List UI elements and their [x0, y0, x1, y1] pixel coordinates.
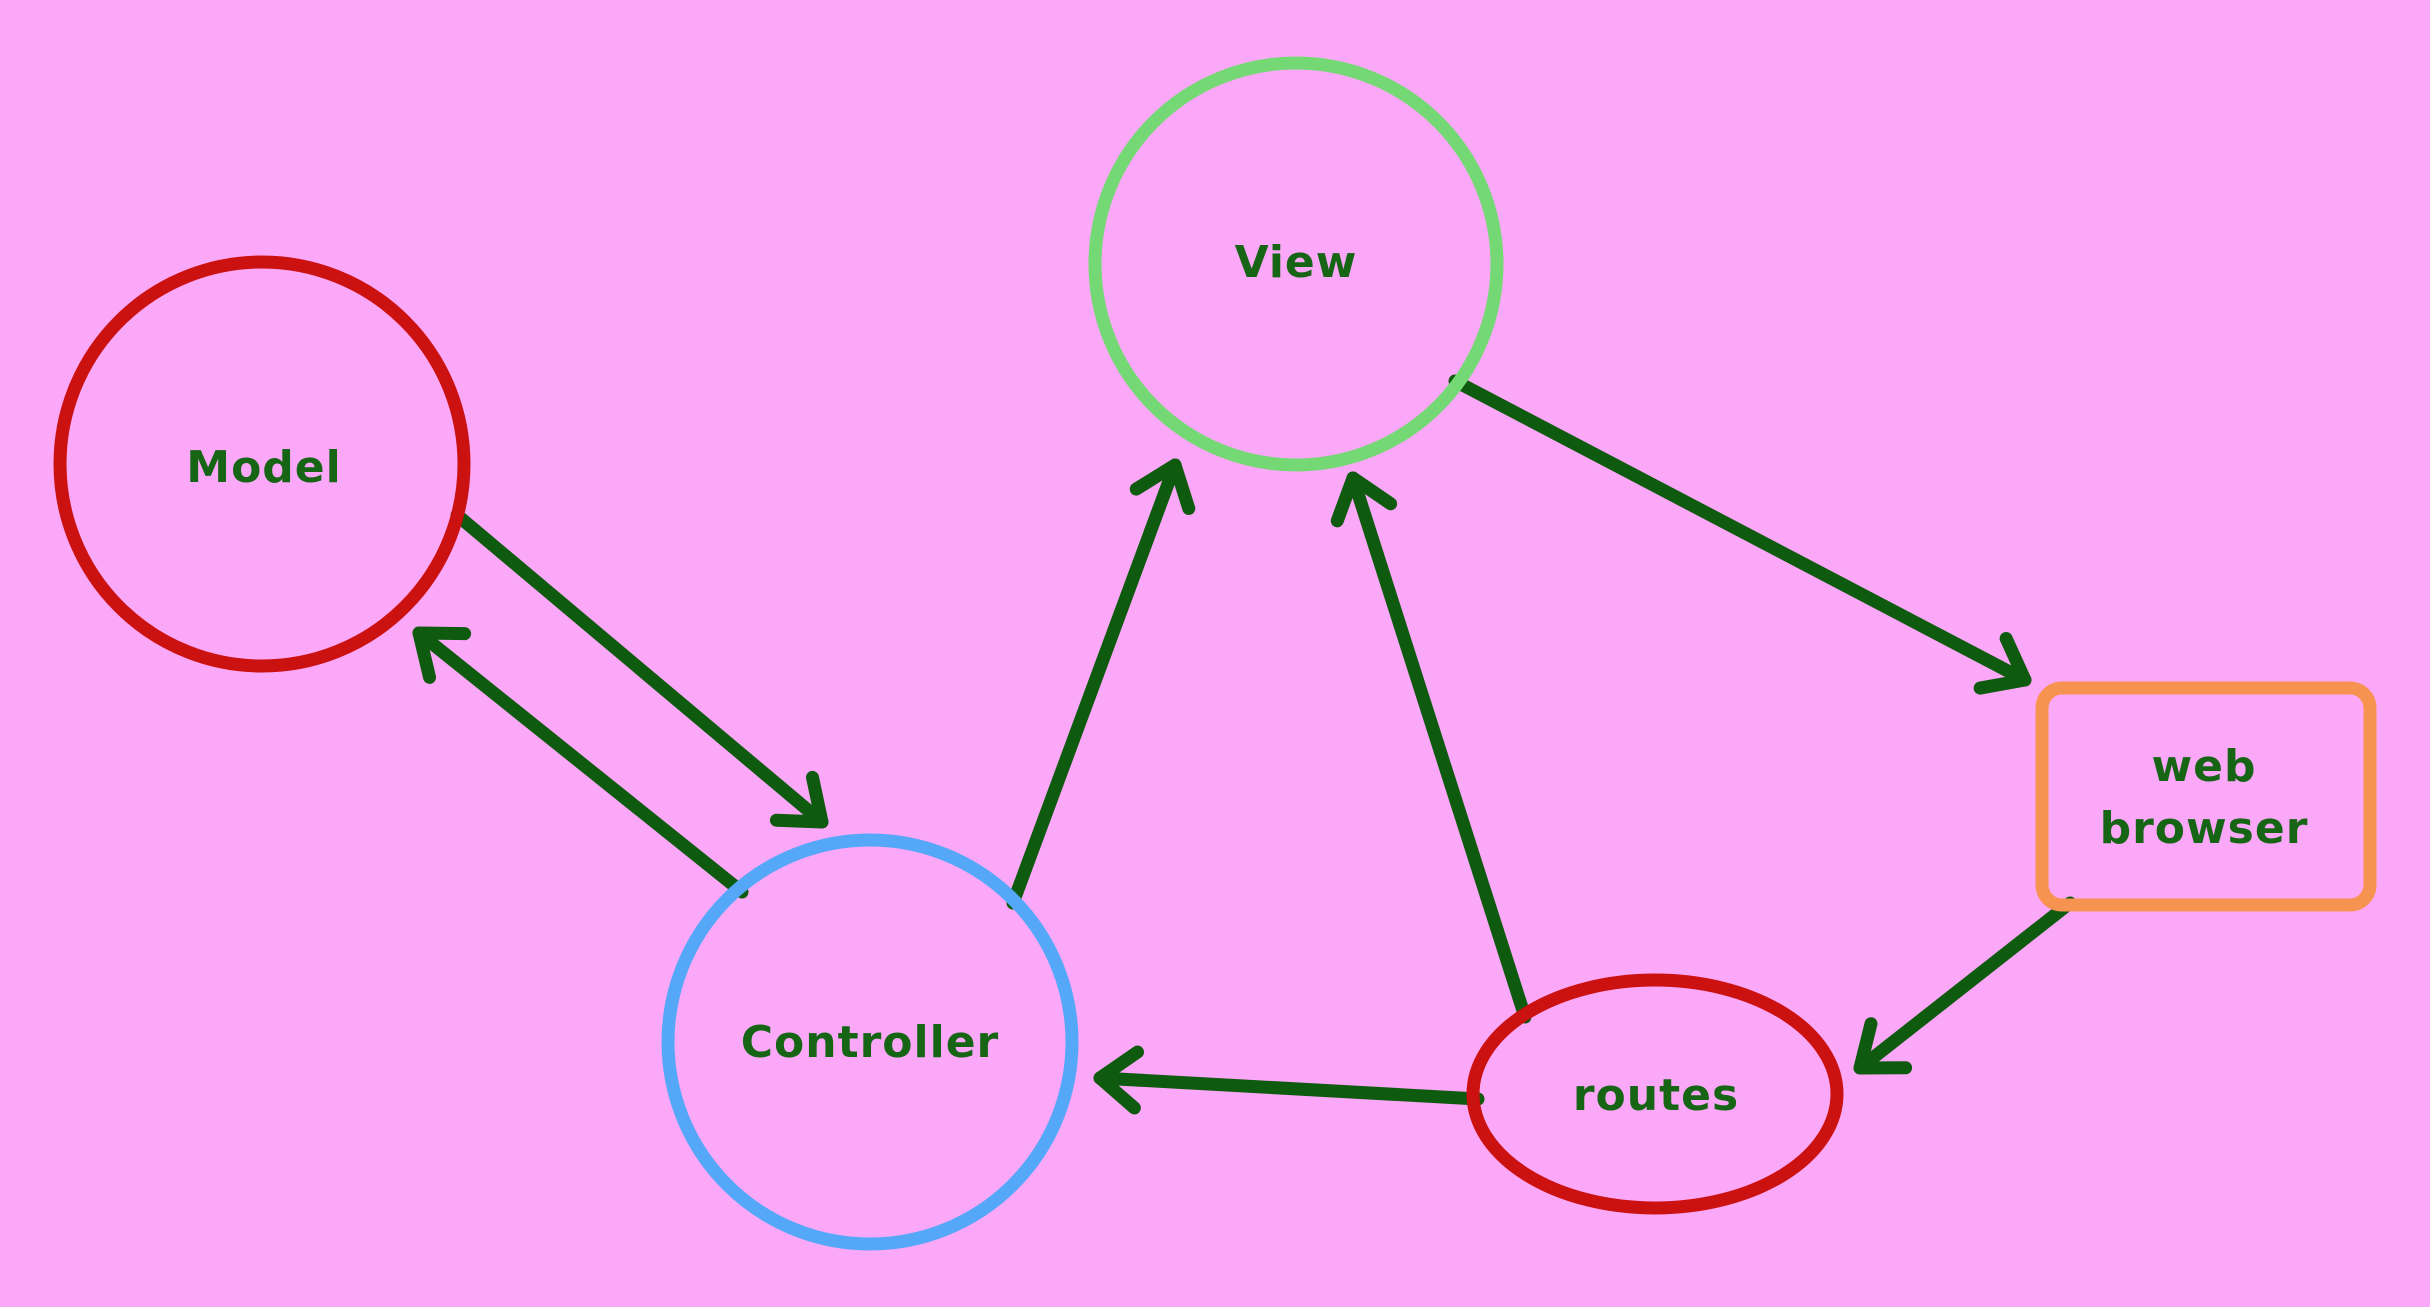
- routes-label: routes: [1573, 1070, 1739, 1121]
- node-view: View: [1088, 56, 1504, 472]
- edge-web-browser-to-routes: [1853, 896, 2077, 1075]
- web-browser-label-line2: browser: [2100, 803, 2309, 854]
- web-browser-rect: [2035, 681, 2377, 912]
- edge-routes-to-controller: [1093, 1045, 1485, 1115]
- model-circle: [53, 255, 471, 673]
- node-controller: Controller: [661, 833, 1079, 1251]
- node-model: Model: [53, 255, 471, 673]
- nodes-layer: Model View Controller routes web browser: [53, 56, 2377, 1251]
- edge-controller-to-view: [1006, 458, 1196, 910]
- web-browser-label-line1: web: [2152, 741, 2257, 792]
- edge-view-to-web-browser: [1448, 374, 2032, 695]
- controller-circle: [661, 833, 1079, 1251]
- model-label: Model: [186, 442, 341, 493]
- edge-controller-to-model: [412, 626, 749, 899]
- edge-routes-to-view: [1330, 471, 1532, 1024]
- view-circle: [1088, 56, 1504, 472]
- edges-layer: [412, 374, 2077, 1115]
- node-routes: routes: [1466, 973, 1844, 1215]
- node-web-browser: web browser: [2035, 681, 2377, 912]
- view-label: View: [1235, 237, 1358, 288]
- routes-ellipse: [1466, 973, 1844, 1215]
- edge-model-to-controller: [450, 508, 829, 829]
- controller-label: Controller: [741, 1017, 1000, 1068]
